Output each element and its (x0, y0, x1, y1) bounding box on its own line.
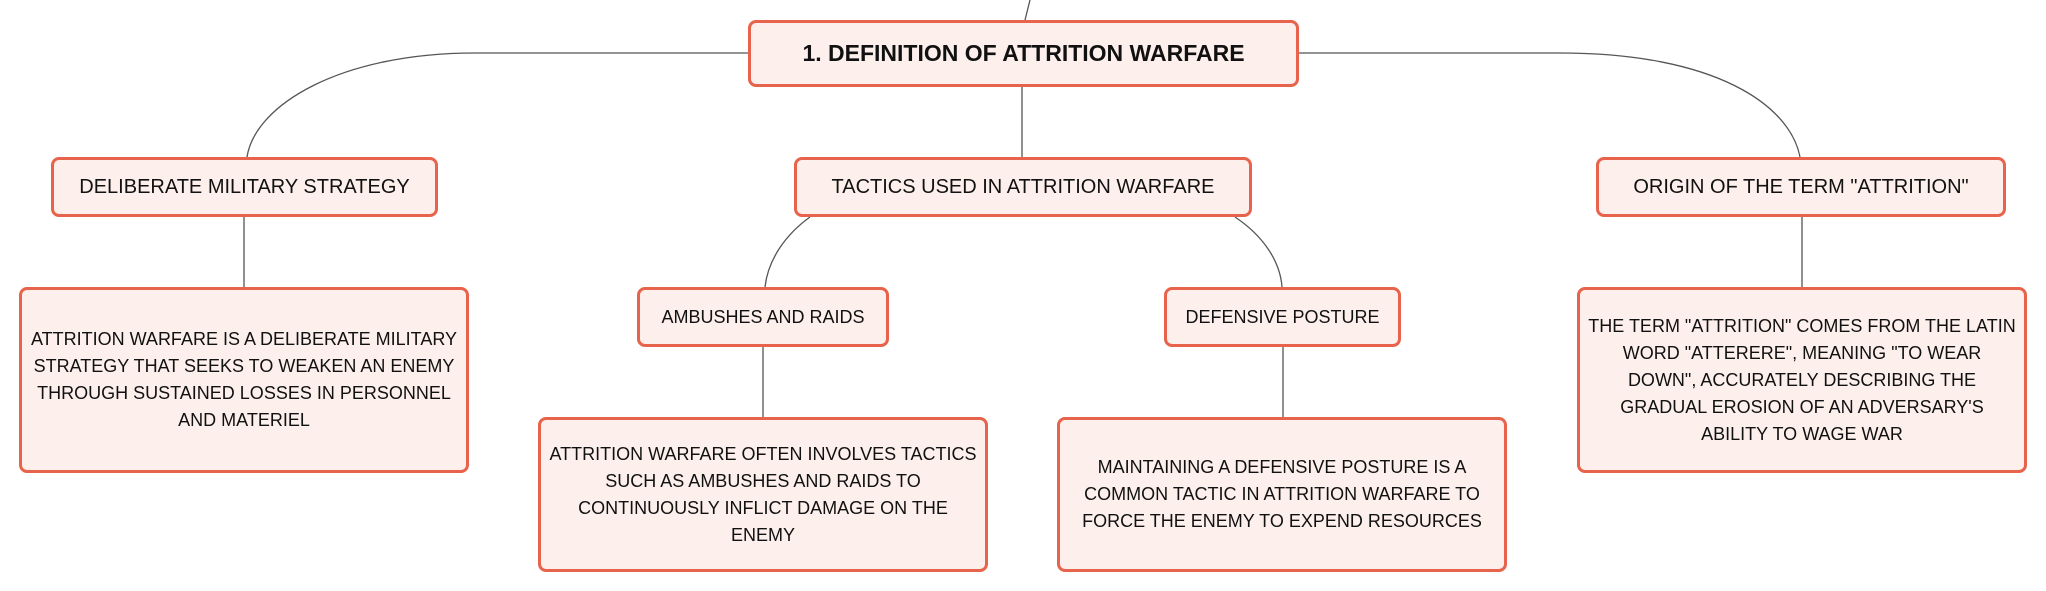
tactics-node[interactable]: TACTICS USED IN ATTRITION WARFARE (794, 157, 1252, 217)
strategy-detail-node[interactable]: ATTRITION WARFARE IS A DELIBERATE MILITA… (19, 287, 469, 473)
origin-node-label: ORIGIN OF THE TERM "ATTRITION" (1633, 175, 1969, 198)
ambushes-node[interactable]: AMBUSHES AND RAIDS (637, 287, 889, 347)
strategy-node[interactable]: DELIBERATE MILITARY STRATEGY (51, 157, 438, 217)
defensive-detail-node[interactable]: MAINTAINING A DEFENSIVE POSTURE IS A COM… (1057, 417, 1507, 572)
strategy-node-label: DELIBERATE MILITARY STRATEGY (79, 175, 410, 198)
connector-root-origin (1298, 52, 1801, 158)
strategy-detail-text: ATTRITION WARFARE IS A DELIBERATE MILITA… (30, 329, 458, 430)
connector-tactics-defensive (1234, 216, 1283, 288)
ambushes-node-label: AMBUSHES AND RAIDS (661, 306, 865, 327)
origin-node[interactable]: ORIGIN OF THE TERM "ATTRITION" (1596, 157, 2006, 217)
defensive-node-label: DEFENSIVE POSTURE (1185, 306, 1380, 327)
connector-tactics-ambushes (764, 216, 811, 288)
defensive-node[interactable]: DEFENSIVE POSTURE (1164, 287, 1401, 347)
root-node-label: 1. DEFINITION OF ATTRITION WARFARE (802, 40, 1245, 66)
defensive-detail-text: MAINTAINING A DEFENSIVE POSTURE IS A COM… (1082, 457, 1482, 531)
origin-detail-node[interactable]: THE TERM "ATTRITION" COMES FROM THE LATI… (1577, 287, 2027, 473)
tactics-node-label: TACTICS USED IN ATTRITION WARFARE (831, 175, 1215, 198)
ambushes-detail-text: ATTRITION WARFARE OFTEN INVOLVES TACTICS… (549, 443, 977, 545)
connector-root-parent (1024, 0, 1031, 21)
origin-detail-text: THE TERM "ATTRITION" COMES FROM THE LATI… (1588, 315, 2016, 444)
connector-root-strategy (246, 52, 748, 158)
ambushes-detail-node[interactable]: ATTRITION WARFARE OFTEN INVOLVES TACTICS… (538, 417, 988, 572)
root-node[interactable]: 1. DEFINITION OF ATTRITION WARFARE (748, 20, 1299, 87)
